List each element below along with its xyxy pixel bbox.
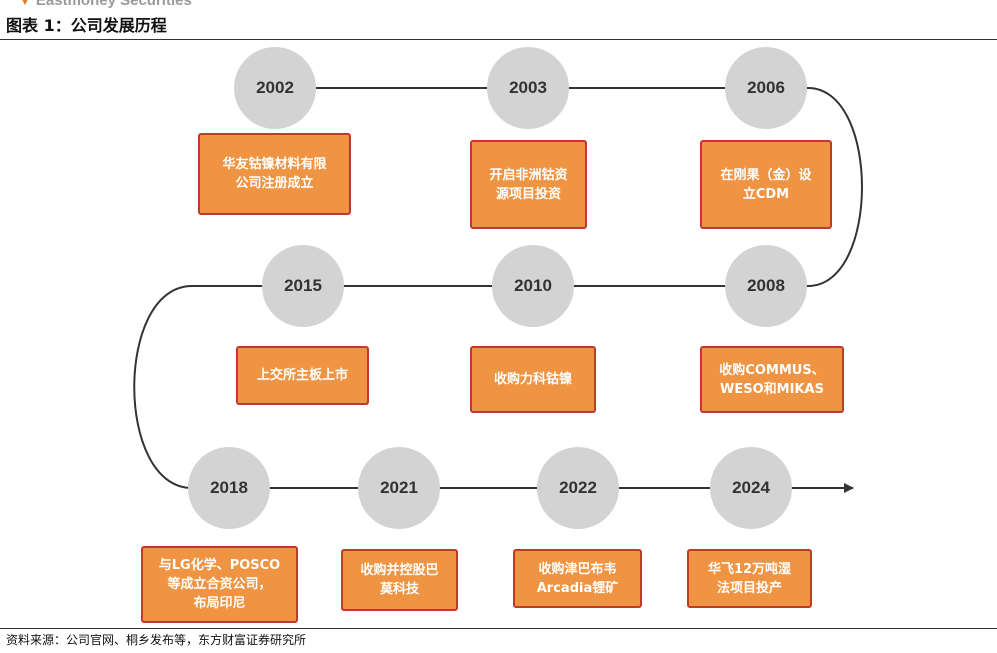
event-text: 收购津巴布韦 Arcadia锂矿 xyxy=(536,561,619,596)
event-text: 与LG化学、POSCO 等成立合资公司， 布局印尼 xyxy=(158,558,281,611)
event-box-2015: 上交所主板上市 xyxy=(236,346,369,405)
event-box-2010: 收购力科钴镍 xyxy=(470,346,596,413)
event-text: 华飞12万吨湿 法项目投产 xyxy=(707,561,792,596)
bottom-divider xyxy=(0,628,997,629)
year-circle-2006: 2006 xyxy=(725,47,807,129)
year-circle-2010: 2010 xyxy=(492,245,574,327)
triangle-icon: ▼ xyxy=(20,0,30,8)
figure-title: 图表 1：公司发展历程 xyxy=(6,16,167,35)
year-circle-2008: 2008 xyxy=(725,245,807,327)
event-text: 上交所主板上市 xyxy=(256,368,348,383)
source-note: 资料来源：公司官网、桐乡发布等，东方财富证券研究所 xyxy=(6,633,307,647)
event-text: 收购COMMUS、 WESO和MIKAS xyxy=(719,362,825,397)
year-circle-2015: 2015 xyxy=(262,245,344,327)
event-box-2018: 与LG化学、POSCO 等成立合资公司， 布局印尼 xyxy=(141,546,298,623)
brand-logo: ▼ Eastmoney Securities xyxy=(20,0,192,9)
year-circle-2018: 2018 xyxy=(188,447,270,529)
year-circle-2003: 2003 xyxy=(487,47,569,129)
year-circle-2024: 2024 xyxy=(710,447,792,529)
event-text: 收购力科钴镍 xyxy=(493,372,572,387)
top-divider xyxy=(0,39,997,40)
event-text: 收购并控股巴 莫科技 xyxy=(360,563,439,597)
event-box-2024: 华飞12万吨湿 法项目投产 xyxy=(687,549,812,608)
event-box-2003: 开启非洲钴资 源项目投资 xyxy=(470,140,587,229)
event-text: 开启非洲钴资 源项目投资 xyxy=(489,167,568,202)
event-box-2021: 收购并控股巴 莫科技 xyxy=(341,549,458,611)
brand-name: Eastmoney Securities xyxy=(35,0,192,9)
year-circle-2002: 2002 xyxy=(234,47,316,129)
event-box-2008: 收购COMMUS、 WESO和MIKAS xyxy=(700,346,844,413)
event-box-2006: 在刚果（金）设 立CDM xyxy=(700,140,832,229)
event-text: 华友钴镍材料有限 公司注册成立 xyxy=(222,157,327,191)
event-box-2022: 收购津巴布韦 Arcadia锂矿 xyxy=(513,549,642,608)
event-text: 在刚果（金）设 立CDM xyxy=(720,167,812,202)
year-circle-2022: 2022 xyxy=(537,447,619,529)
event-box-2002: 华友钴镍材料有限 公司注册成立 xyxy=(198,133,351,215)
year-circle-2021: 2021 xyxy=(358,447,440,529)
